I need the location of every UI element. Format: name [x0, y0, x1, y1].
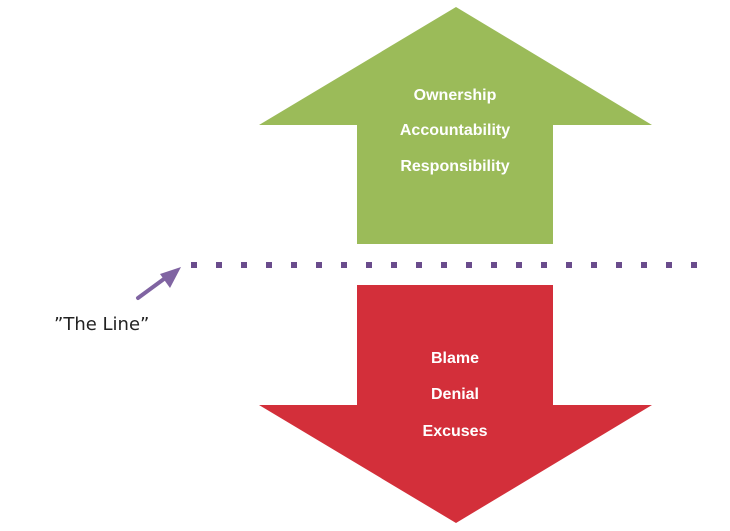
down-arrow — [259, 285, 652, 523]
up-arrow-item-responsibility: Responsibility — [400, 158, 510, 175]
pointer-arrow-head — [160, 267, 181, 288]
down-arrow-item-blame: Blame — [430, 350, 480, 367]
up-arrow-item-ownership: Ownership — [413, 87, 497, 104]
up-arrow-item-accountability: Accountability — [399, 122, 511, 139]
down-arrow-item-excuses: Excuses — [422, 423, 488, 440]
pointer-arrow-shaft — [136, 274, 170, 300]
up-arrow — [259, 7, 652, 244]
down-arrow-item-denial: Denial — [430, 386, 479, 403]
the-line-caption: ”The Line” — [54, 314, 150, 335]
